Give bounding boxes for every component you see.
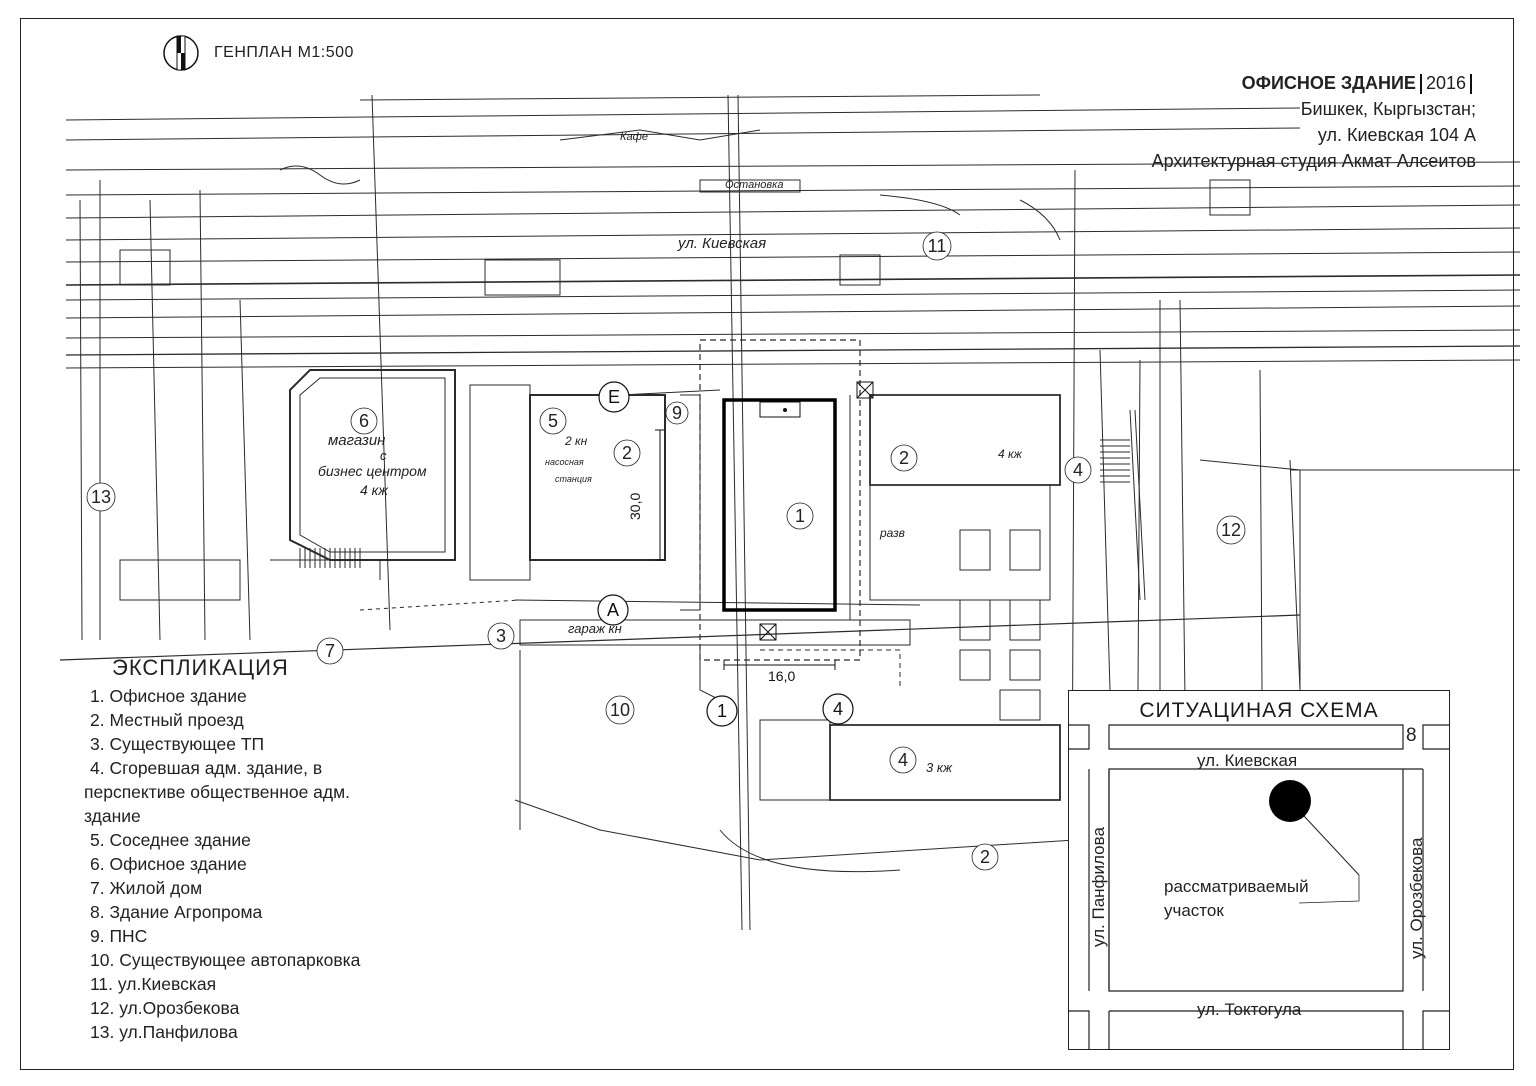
drawing-frame: [20, 18, 1514, 1070]
marker-3: 3: [496, 626, 506, 646]
axis-marker-a: A: [607, 600, 619, 620]
marker-4: 4: [1073, 460, 1083, 480]
project-address: ул. Киевская 104 А: [1317, 125, 1476, 145]
floors-2-label: 2 кн: [564, 434, 588, 448]
marker-9: 9: [672, 403, 682, 423]
scheme-street-top: ул. Киевская: [1197, 751, 1298, 770]
axis-marker-4: 4: [833, 699, 843, 719]
marker-10: 10: [610, 700, 630, 720]
legend-item: 10. Существующее автопарковка: [90, 950, 361, 970]
legend-title: ЭКСПЛИКАЦИЯ: [112, 655, 289, 680]
plan-title: ГЕНПЛАН М1:500: [214, 44, 354, 61]
north-arrow-icon: [163, 35, 199, 71]
project-year: 2016: [1425, 73, 1466, 93]
marker-5: 5: [548, 411, 558, 431]
legend-item: 4. Сгоревшая адм. здание, в: [90, 758, 323, 778]
shop-label: магазин: [328, 432, 385, 449]
legend-item: перспективе общественное адм.: [84, 782, 351, 802]
station-label: станция: [555, 474, 592, 484]
separator: [1470, 74, 1472, 95]
floors-4b-label: 4 кж: [998, 447, 1023, 461]
project-city: Бишкек, Кыргызстан;: [1300, 99, 1476, 119]
marker-11: 11: [928, 236, 947, 256]
legend-item: 1. Офисное здание: [90, 686, 247, 706]
scheme-site-line2: участок: [1164, 901, 1224, 920]
legend-item: здание: [84, 806, 141, 826]
legend-item: 2. Местный проезд: [90, 710, 244, 730]
scheme-streets: [1069, 724, 1449, 1049]
situation-scheme: СИТУАЦИНАЯ СХЕМА 8 ул. Киевская ул. Токт…: [1068, 690, 1450, 1050]
street-label-kievskaya: ул. Киевская: [677, 235, 766, 252]
scheme-street-bottom: ул. Токтогула: [1197, 1000, 1302, 1019]
legend-item: 9. ПНС: [90, 926, 148, 946]
cafe-label: Кафе: [620, 131, 648, 143]
marker-2: 2: [980, 847, 990, 867]
legend-item: 12. ул.Орозбекова: [90, 998, 240, 1018]
legend-item: 3. Существующее ТП: [90, 734, 265, 754]
separator: [1419, 74, 1422, 95]
stop-label: Остановка: [725, 179, 783, 191]
scheme-site-line1: рассматриваемый: [1164, 877, 1309, 896]
marker-1: 1: [795, 506, 805, 526]
project-studio: Архитектурная студия Акмат Алсеитов: [1151, 151, 1476, 171]
site-location-icon: [1269, 780, 1311, 822]
scheme-street-left: ул. Панфилова: [1089, 827, 1108, 947]
marker-6: 6: [359, 411, 369, 431]
dimension-length: 30,0: [627, 493, 643, 520]
scheme-street-right: ул. Орозбекова: [1407, 837, 1426, 959]
scheme-number: 8: [1406, 725, 1417, 746]
razv-label: разв: [879, 526, 905, 540]
project-name: ОФИСНОЕ ЗДАНИЕ: [1241, 73, 1416, 93]
axis-marker-e: E: [608, 387, 620, 407]
marker-2: 2: [622, 443, 632, 463]
marker-4: 4: [898, 750, 908, 770]
legend-item: 5. Соседнее здание: [90, 830, 251, 850]
legend-item: 7. Жилой дом: [90, 878, 203, 898]
legend-item: 8. Здание Агропрома: [90, 902, 263, 922]
marker-12: 12: [1221, 520, 1241, 540]
legend-item: 11. ул.Киевская: [90, 974, 217, 994]
floors-4-label: 4 кж: [360, 482, 389, 498]
project-line: ОФИСНОЕ ЗДАНИЕ 2016: [1152, 70, 1476, 96]
legend-item: 13. ул.Панфилова: [90, 1022, 238, 1042]
marker-2: 2: [899, 448, 909, 468]
marker-13: 13: [91, 487, 111, 507]
shop-c-label: с: [380, 448, 387, 463]
dimension-width: 16,0: [768, 668, 795, 684]
legend: ЭКСПЛИКАЦИЯ 1. Офисное здание 2. Местный…: [84, 656, 360, 1044]
scheme-title: СИТУАЦИНАЯ СХЕМА: [1139, 699, 1379, 722]
legend-item: 6. Офисное здание: [90, 854, 247, 874]
marker-7: 7: [325, 641, 335, 661]
business-label: бизнес центром: [318, 463, 427, 479]
floors-3-label: 3 кж: [926, 760, 953, 775]
office-building-outline: [722, 398, 837, 612]
pump-label: насосная: [545, 457, 584, 467]
title-block: ОФИСНОЕ ЗДАНИЕ 2016 Бишкек, Кыргызстан; у…: [1152, 70, 1476, 174]
axis-marker-1: 1: [717, 701, 727, 721]
